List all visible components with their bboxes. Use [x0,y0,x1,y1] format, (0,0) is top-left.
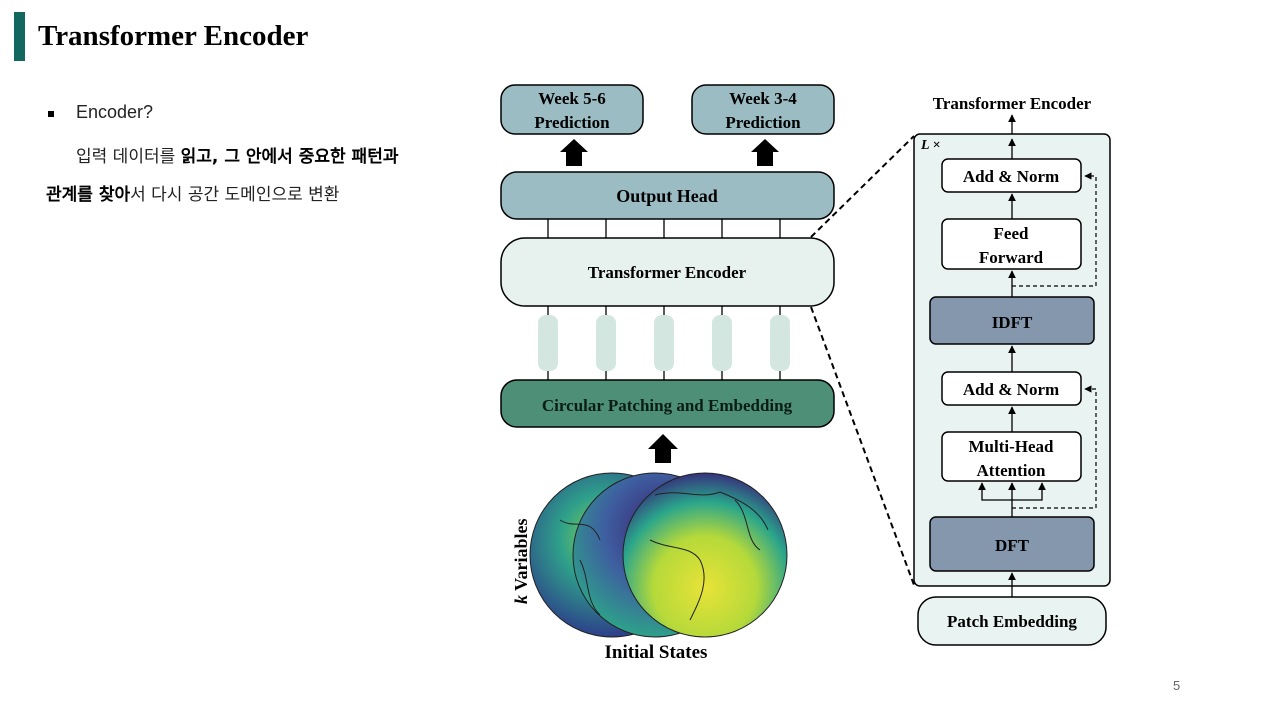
token-pill [712,315,732,371]
token-pill [654,315,674,371]
idft-box: IDFT [929,296,1095,345]
desc-line2-plain: 서 다시 공간 도메인으로 변환 [130,185,340,205]
mha-box: Multi-Head Attention [941,431,1082,482]
week56-line2: Prediction [534,113,610,132]
k-variables-k: k [511,595,531,604]
k-variables-label: k Variables [511,518,531,604]
desc-line2-bold: 관계를 찾아 [46,185,131,205]
repeat-label: L × [920,138,941,153]
zoom-line-bottom [810,306,915,586]
mha-line2: Attention [977,461,1046,480]
title-accent-bar [14,12,25,61]
circular-patching-box: Circular Patching and Embedding [500,379,835,428]
token-pill [770,315,790,371]
block-arrow-week34 [751,139,779,166]
block-arrow-week56 [560,139,588,166]
desc-line1-bold: 읽고, 그 안에서 중요한 패턴과 [180,147,399,167]
dft-box: DFT [929,516,1095,572]
week56-prediction-box: Week 5-6 Prediction [500,84,644,135]
block-arrow-input [648,434,678,463]
patch-embedding-box: Patch Embedding [917,596,1107,646]
k-variables-text: Variables [511,518,531,595]
week34-line1: Week 3-4 [729,89,797,108]
feed-forward-line1: Feed [994,224,1029,243]
head-encoder-connectors [547,219,781,238]
feed-forward-box: Feed Forward [941,218,1082,270]
right-diagram-title: Transformer Encoder [933,94,1092,113]
week56-line1: Week 5-6 [538,89,606,108]
transformer-encoder-label: Transformer Encoder [588,263,747,282]
mha-line1: Multi-Head [969,437,1055,456]
initial-states-label: Initial States [605,642,708,663]
bullet-marker [48,111,54,117]
coastline [649,491,769,621]
bullet-text: Encoder? [76,102,154,122]
globe-3 [622,472,788,638]
add-norm-top-label: Add & Norm [963,167,1059,186]
description-line-2: 관계를 찾아서 다시 공간 도메인으로 변환 [46,180,339,205]
desc-line1-plain: 입력 데이터를 [76,147,181,167]
week34-prediction-box: Week 3-4 Prediction [691,84,835,135]
residual-top [1012,172,1097,287]
globe-stack [529,472,788,638]
feed-forward-line2: Forward [979,248,1044,267]
residual-bottom [1012,385,1097,509]
add-norm-bottom-box: Add & Norm [941,371,1082,406]
coastline [559,519,601,616]
description-line-1: 입력 데이터를 읽고, 그 안에서 중요한 패턴과 [76,142,398,167]
week34-line2: Prediction [725,113,801,132]
patch-embedding-label: Patch Embedding [947,612,1077,631]
add-norm-bottom-label: Add & Norm [963,380,1059,399]
transformer-encoder-box: Transformer Encoder [500,237,835,307]
token-pill [538,315,558,371]
token-pills [538,315,790,371]
page-number: 5 [1173,678,1181,693]
qkv-arrows [978,482,1046,517]
dft-label: DFT [995,536,1030,555]
output-head-box: Output Head [500,171,835,220]
token-pill [596,315,616,371]
idft-label: IDFT [992,313,1033,332]
output-head-label: Output Head [616,186,718,206]
slide-title: Transformer Encoder [38,20,309,52]
zoom-line-top [810,135,915,238]
add-norm-top-box: Add & Norm [941,158,1082,193]
circular-patching-label: Circular Patching and Embedding [542,396,793,415]
